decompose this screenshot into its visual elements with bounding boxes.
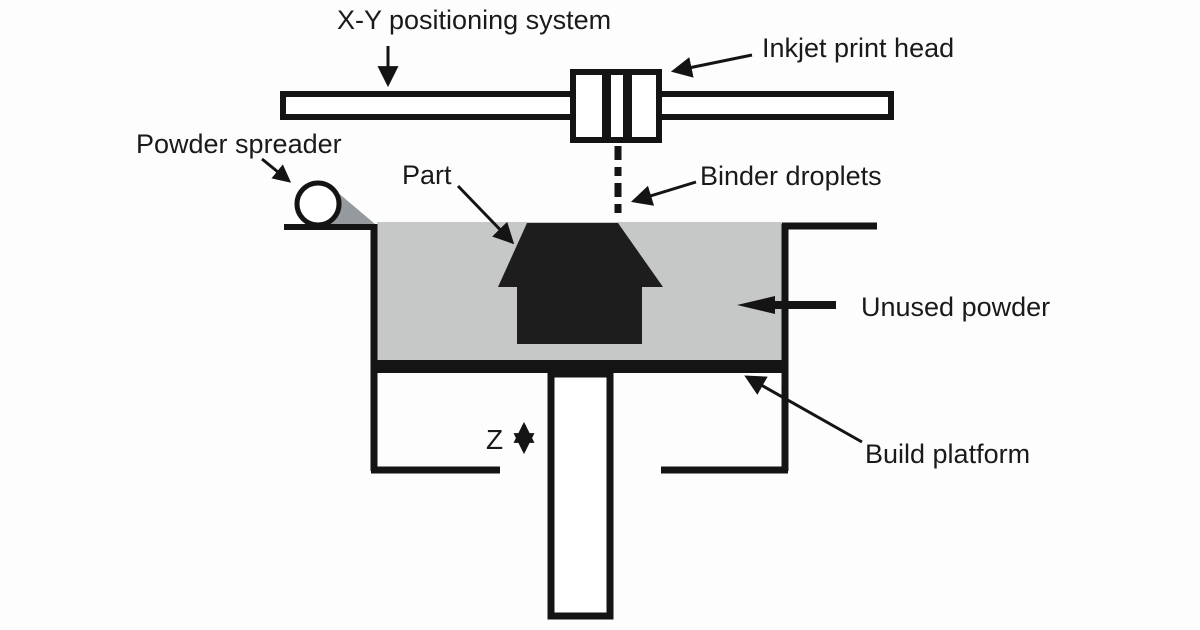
binder-droplets-arrow — [630, 180, 697, 206]
label-inkjet-print-head: Inkjet print head — [762, 33, 954, 63]
part-arrow — [456, 184, 515, 245]
label-xy-positioning-system: X-Y positioning system — [337, 5, 611, 35]
inkjet-head-arrow — [670, 53, 753, 78]
print-head-block-1 — [570, 69, 608, 143]
build-platform-bar — [371, 360, 788, 373]
print-head-block-3 — [626, 69, 662, 143]
build-platform-arrow — [744, 375, 863, 444]
label-z-axis: Z — [486, 424, 503, 455]
label-powder-spreader: Powder spreader — [136, 129, 342, 159]
z-piston-column — [547, 370, 614, 620]
powder-spreader-arrow — [261, 157, 292, 183]
label-part: Part — [402, 160, 452, 190]
printed-part-shape — [498, 223, 663, 344]
unused-powder-arrow-head — [737, 296, 775, 314]
label-binder-droplets: Binder droplets — [700, 161, 882, 191]
label-unused-powder: Unused powder — [861, 292, 1050, 322]
print-head-block-2 — [605, 69, 629, 143]
powder-spreader-roller — [294, 180, 342, 228]
label-build-platform: Build platform — [865, 439, 1030, 469]
